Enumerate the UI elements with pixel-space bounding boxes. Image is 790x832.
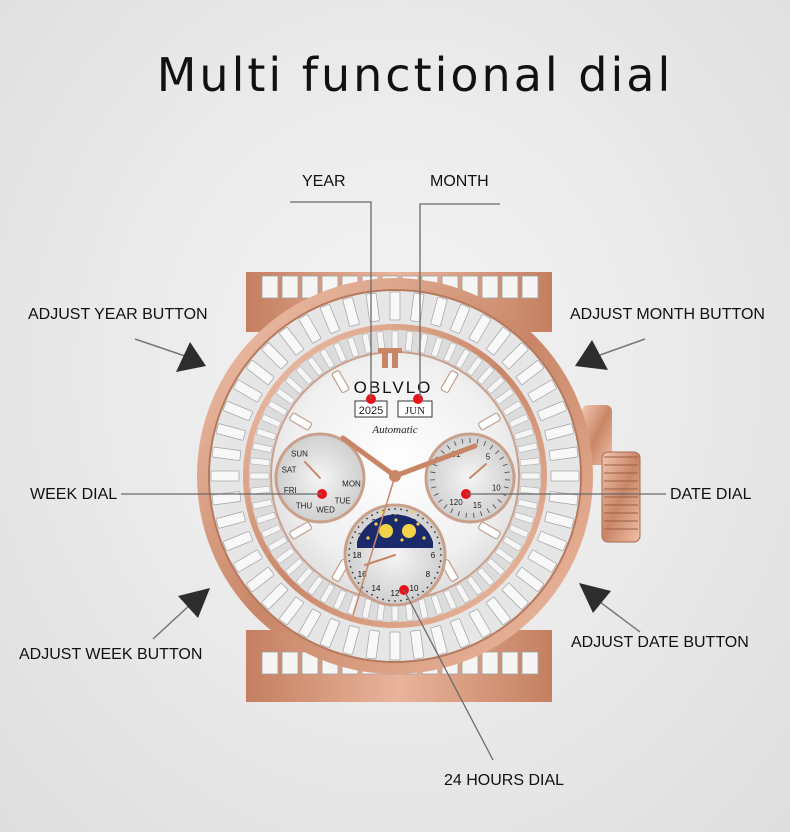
week-day-label: SUN <box>291 449 308 458</box>
hour-number: 12 <box>391 589 400 598</box>
week-day-label: MON <box>342 480 361 489</box>
label-adjust-year-button: ADJUST YEAR BUTTON <box>28 306 208 323</box>
arrow-adjust-month-icon <box>575 338 646 370</box>
date-number: 120 <box>449 498 463 507</box>
month-window-value: JUN <box>405 405 425 417</box>
week-day-label: THU <box>296 502 313 511</box>
hour-number: 6 <box>431 551 436 560</box>
week-day-label: FRI <box>284 486 297 495</box>
year-window-value: 2025 <box>359 405 383 417</box>
label-year: YEAR <box>302 173 346 190</box>
week-day-label: TUE <box>335 497 351 506</box>
hour-number: 8 <box>426 570 431 579</box>
date-number: 10 <box>492 484 501 493</box>
label-24-hours-dial: 24 HOURS DIAL <box>444 772 565 789</box>
label-adjust-date-button: ADJUST DATE BUTTON <box>571 634 749 651</box>
label-adjust-week-button: ADJUST WEEK BUTTON <box>19 646 203 663</box>
date-number: 5 <box>486 453 491 462</box>
label-adjust-month-button: ADJUST MONTH BUTTON <box>570 306 765 323</box>
moon-icon-2 <box>402 524 416 538</box>
label-week-dial: WEEK DIAL <box>30 486 118 503</box>
arrow-adjust-week-icon <box>152 588 210 640</box>
stars-icon <box>366 510 426 542</box>
arrow-adjust-date-icon <box>579 583 641 633</box>
week-day-label: WED <box>316 506 335 515</box>
hour-number: 14 <box>372 584 381 593</box>
brand-name: OBLVLO <box>354 378 433 397</box>
brand-logo-icon <box>378 348 402 368</box>
week-day-label: SAT <box>282 466 297 475</box>
arrow-adjust-year-icon <box>134 338 206 372</box>
page-title: Multi functional dial <box>156 48 674 102</box>
label-month: MONTH <box>430 173 489 190</box>
crown <box>582 405 641 543</box>
label-date-dial: DATE DIAL <box>670 486 752 503</box>
hour-number: 16 <box>358 570 367 579</box>
leader-lines <box>121 201 666 761</box>
automatic-text: Automatic <box>371 424 417 436</box>
watch-hands <box>304 435 487 616</box>
hour-number: 10 <box>410 584 419 593</box>
moon-icon <box>379 524 393 538</box>
date-number: 15 <box>473 501 482 510</box>
hour-number: 18 <box>353 551 362 560</box>
